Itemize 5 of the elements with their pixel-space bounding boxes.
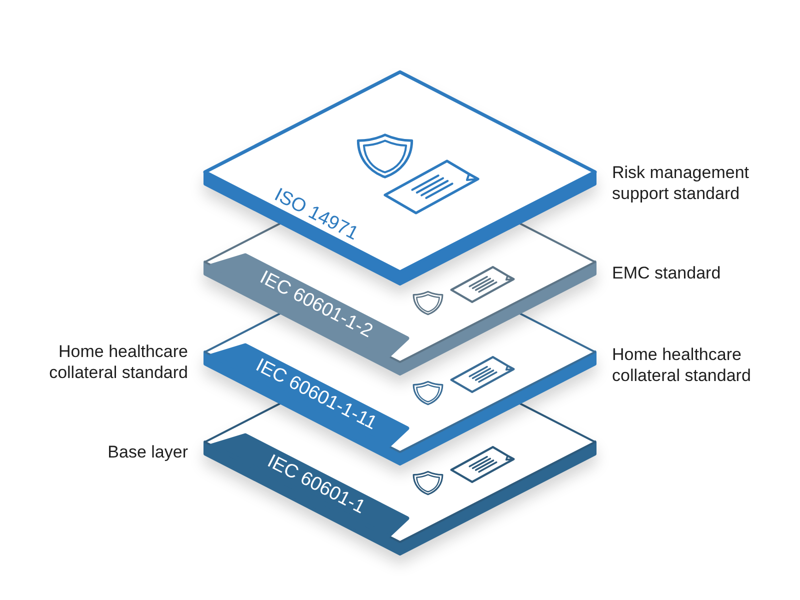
layer-caption: Risk management support standard bbox=[612, 162, 750, 204]
layer-caption: Home healthcare collateral standard bbox=[48, 341, 188, 383]
layer-caption: EMC standard bbox=[612, 262, 722, 284]
layer-caption: Home healthcare collateral standard bbox=[612, 344, 752, 386]
layer-caption: Base layer bbox=[106, 442, 188, 462]
